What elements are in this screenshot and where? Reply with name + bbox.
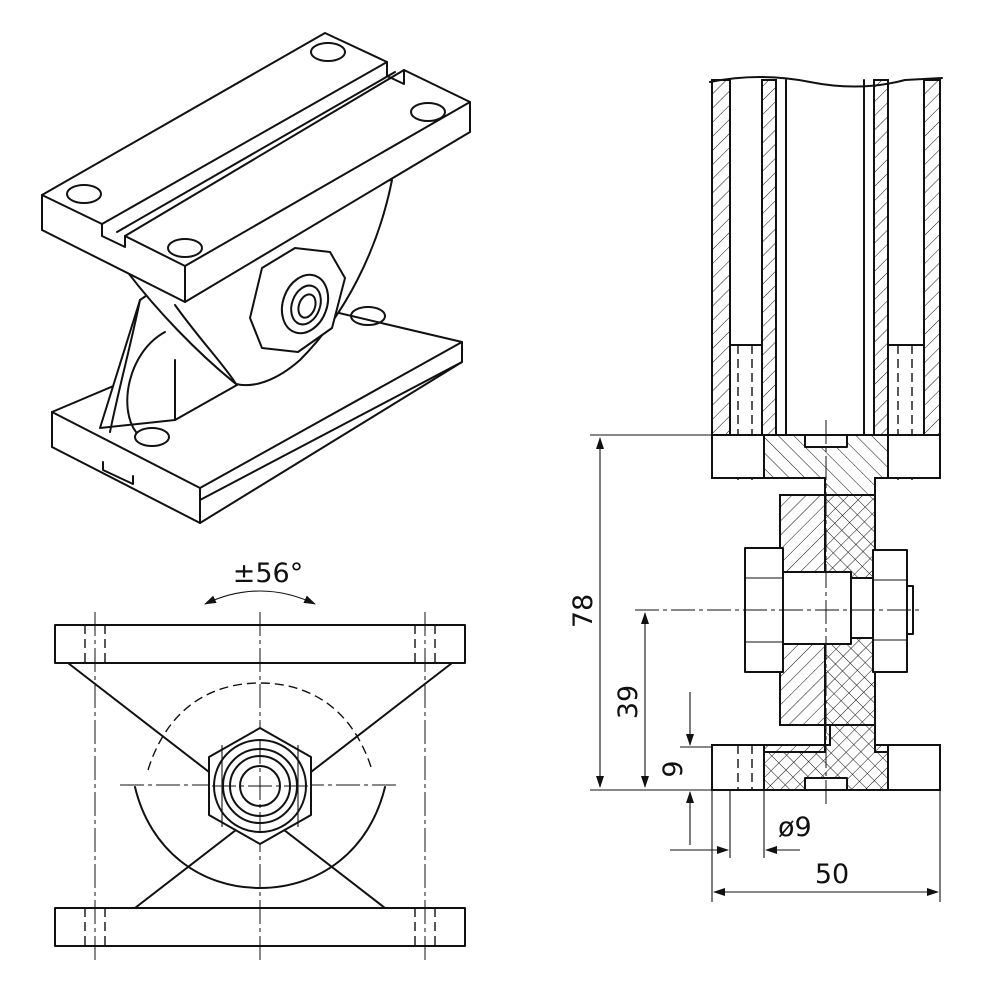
iso-top-hole-icon: [66, 184, 102, 204]
iso-base-hole-icon: [134, 427, 170, 447]
dimensions: 78 39 9 ø9 50: [568, 434, 941, 902]
dim-78-label: 78: [568, 594, 599, 628]
iso-base-hole-icon: [350, 306, 386, 326]
front-plate-holes: [84, 625, 436, 946]
dim-50-label: 50: [815, 859, 849, 890]
rotation-arrow-icon: [204, 590, 316, 605]
dim-39-label: 39: [613, 685, 644, 719]
dim-9-label: 9: [658, 760, 689, 777]
iso-top-hole-icon: [410, 102, 446, 122]
angle-label: ±56°: [233, 558, 303, 589]
front-nut-icon: [208, 727, 312, 845]
front-view: ±56°: [54, 558, 466, 960]
iso-support-body: [99, 179, 393, 433]
section-tube: [709, 76, 943, 480]
iso-top-plate: [41, 32, 471, 303]
isometric-view: [41, 32, 471, 524]
iso-top-hole-icon: [167, 238, 203, 258]
section-view: [635, 76, 943, 805]
iso-top-hole-icon: [310, 42, 346, 62]
dim-hole-diameter-label: ø9: [778, 812, 812, 843]
iso-nut-icon: [249, 247, 346, 353]
